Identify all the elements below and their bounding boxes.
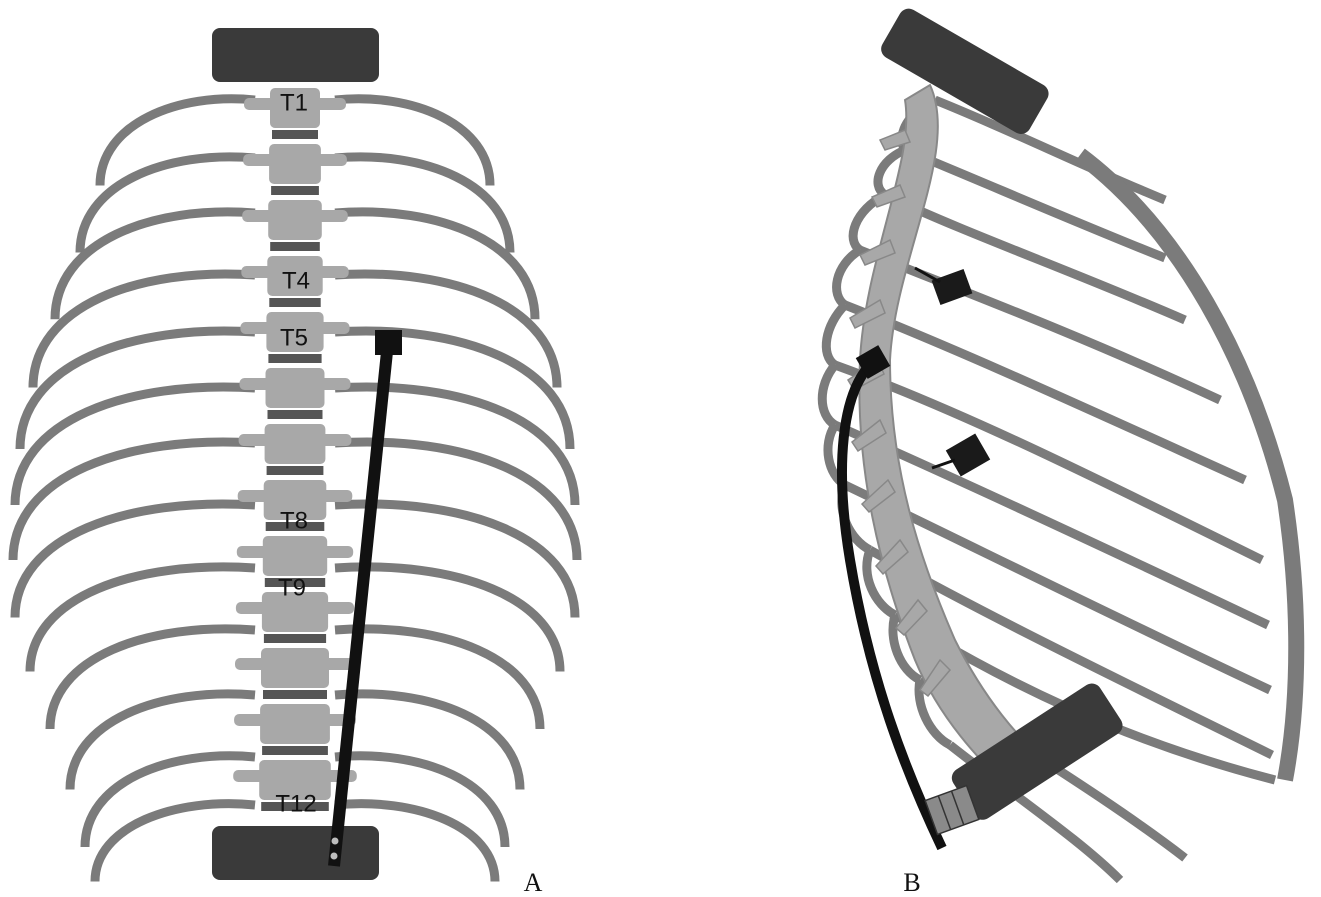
panel-b-rib-curl (826, 305, 845, 365)
panel-a-vertebra (240, 368, 351, 419)
panel-a-disc (268, 354, 321, 363)
panel-a-top-pad (212, 28, 379, 82)
panel-a-rib (335, 629, 540, 729)
panel-a-rib (335, 99, 490, 186)
vertebra-label-t12: T12 (275, 790, 316, 817)
vertebra-label-t1: T1 (280, 89, 308, 116)
panel-a-posterior-view: T1 T4 T5 T8 T9 T12 A (13, 28, 577, 897)
panel-a-disc (262, 746, 328, 755)
panel-b-rib (860, 250, 1220, 400)
panel-a-rod-hole (332, 838, 339, 845)
panel-label-a: A (524, 868, 543, 897)
panel-a-vertebra (239, 424, 352, 475)
vertebra-label-t8: T8 (280, 507, 308, 534)
panel-a-rib (70, 694, 255, 790)
panel-b-lateral-view: B (822, 5, 1296, 897)
panel-a-disc (269, 298, 320, 307)
panel-a-rib (100, 99, 255, 186)
panel-a-rod-hole (331, 853, 338, 860)
panel-a-disc (270, 242, 320, 251)
panel-a-rib (335, 694, 520, 790)
vertebra-label-t5: T5 (280, 324, 308, 351)
panel-a-disc (271, 186, 319, 195)
panel-b-sensor-upper (932, 269, 973, 305)
panel-a-disc (272, 130, 318, 139)
panel-b-top-pad (878, 5, 1053, 138)
panel-a-rod-anchor (375, 330, 402, 355)
panel-a-spine (233, 88, 357, 811)
panel-a-rib (50, 629, 255, 729)
panel-a-vertebra (243, 144, 347, 195)
panel-a-bottom-pad (212, 826, 379, 880)
panel-a-vertebra (234, 704, 356, 755)
vertebra-label-t9: T9 (278, 574, 306, 601)
panel-a-rib (30, 567, 255, 672)
panel-a-vertebra (242, 200, 348, 251)
panel-a-disc (263, 690, 327, 699)
panel-a-disc (267, 466, 324, 475)
panel-b-rib-curl (822, 365, 835, 425)
vertebra-label-t4: T4 (282, 267, 310, 294)
panel-b-sensor-lower (946, 434, 990, 477)
panel-b-sensor-lead (932, 460, 955, 468)
panel-label-b: B (903, 868, 920, 897)
panel-a-rod (331, 330, 403, 866)
panel-a-rib (15, 504, 255, 618)
panel-b-rib-curl (837, 250, 860, 305)
panel-a-disc (268, 410, 323, 419)
panel-b-rib (935, 100, 1165, 200)
panel-a-disc (264, 634, 326, 643)
